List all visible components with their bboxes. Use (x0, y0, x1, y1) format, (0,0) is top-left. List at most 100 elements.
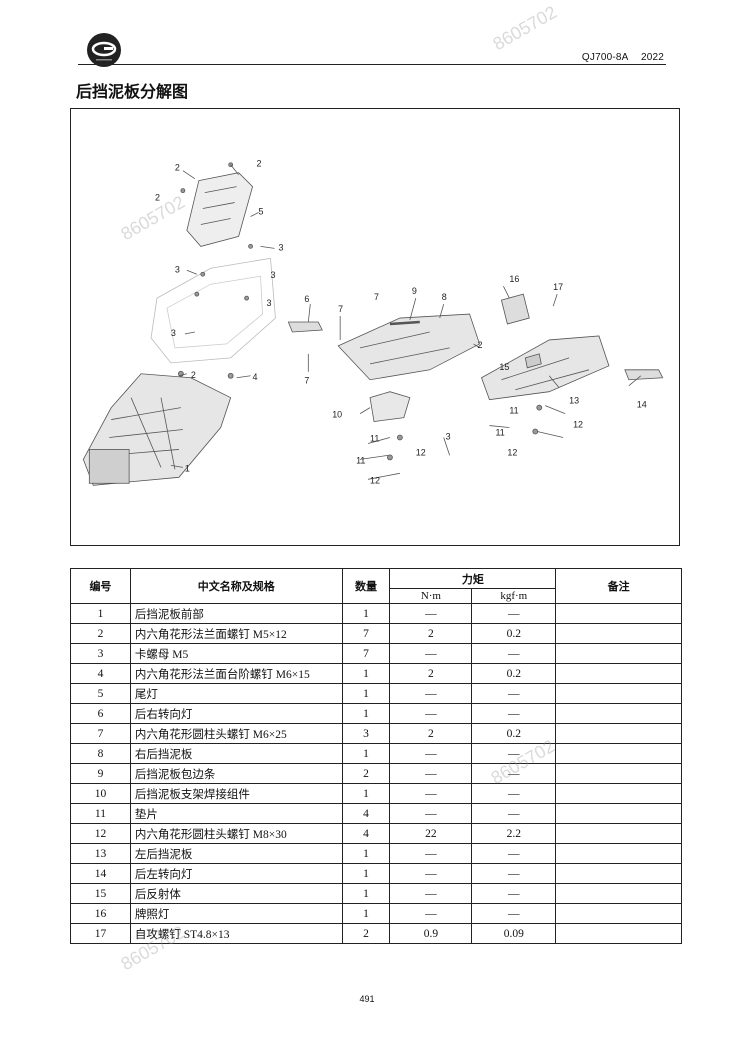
watermark: 8605702 (489, 1, 561, 55)
callout-8: 8 (442, 292, 447, 302)
cell-qty: 4 (341, 823, 391, 844)
cell-name: 内六角花形圆柱头螺钉 M8×30 (129, 823, 343, 844)
header-remark: 备注 (555, 568, 682, 604)
cell-nm: — (389, 903, 473, 924)
callout-11: 11 (370, 433, 379, 443)
cell-no: 2 (70, 623, 131, 644)
cell-no: 13 (70, 843, 131, 864)
cell-nm: — (389, 883, 473, 904)
cell-no: 7 (70, 723, 131, 744)
cell-qty: 2 (341, 923, 391, 944)
cell-qty: 3 (341, 723, 391, 744)
exploded-drawing: 2 2 2 5 3 3 3 3 3 2 4 1 6 7 7 7 9 8 2 15… (82, 159, 664, 486)
cell-nm: — (389, 683, 473, 704)
callout-4: 4 (253, 372, 258, 382)
cell-no: 15 (70, 883, 131, 904)
cell-name: 自攻螺钉 ST4.8×13 (129, 923, 343, 944)
cell-name: 后挡泥板支架焊接组件 (129, 783, 343, 804)
cell-remark (555, 703, 682, 724)
cell-no: 17 (70, 923, 131, 944)
callout-12: 12 (507, 447, 517, 457)
callout-6: 6 (304, 294, 309, 304)
cell-remark (555, 623, 682, 644)
callout-3: 3 (278, 242, 283, 252)
cell-kgf: 0.09 (471, 923, 557, 944)
cell-qty: 1 (341, 743, 391, 764)
cell-qty: 4 (341, 803, 391, 824)
callout-2: 2 (191, 370, 196, 380)
header-qty: 数量 (341, 568, 391, 604)
cell-nm: — (389, 743, 473, 764)
cell-kgf: — (471, 603, 557, 624)
callout-7: 7 (304, 376, 309, 386)
callout-3: 3 (266, 298, 271, 308)
cell-kgf: 2.2 (471, 823, 557, 844)
cell-remark (555, 803, 682, 824)
brand-logo (87, 33, 121, 67)
cell-name: 后左转向灯 (129, 863, 343, 884)
cell-name: 内六角花形圆柱头螺钉 M6×25 (129, 723, 343, 744)
cell-nm: — (389, 863, 473, 884)
cell-qty: 7 (341, 643, 391, 664)
cell-remark (555, 643, 682, 664)
header-rule (78, 64, 666, 65)
cell-qty: 2 (341, 763, 391, 784)
header-name: 中文名称及规格 (129, 568, 343, 604)
cell-qty: 7 (341, 623, 391, 644)
cell-qty: 1 (341, 603, 391, 624)
cell-kgf: 0.2 (471, 663, 557, 684)
cell-kgf: — (471, 783, 557, 804)
callout-9: 9 (412, 286, 417, 296)
callout-11: 11 (495, 428, 504, 438)
cell-remark (555, 603, 682, 624)
callout-11: 11 (509, 406, 518, 416)
cell-kgf: — (471, 883, 557, 904)
cell-qty: 1 (341, 663, 391, 684)
cell-name: 内六角花形法兰面台阶螺钉 M6×15 (129, 663, 343, 684)
cell-no: 11 (70, 803, 131, 824)
callout-14: 14 (637, 400, 647, 410)
cell-no: 3 (70, 643, 131, 664)
cell-name: 牌照灯 (129, 903, 343, 924)
cell-remark (555, 683, 682, 704)
cell-nm: — (389, 763, 473, 784)
cell-remark (555, 843, 682, 864)
header-no: 编号 (70, 568, 131, 604)
cell-qty: 1 (341, 863, 391, 884)
cell-qty: 1 (341, 683, 391, 704)
cell-nm: — (389, 603, 473, 624)
callout-3: 3 (171, 328, 176, 338)
callout-13: 13 (569, 396, 579, 406)
page-title: 后挡泥板分解图 (76, 82, 189, 101)
callout-2: 2 (257, 159, 262, 169)
cell-no: 9 (70, 763, 131, 784)
callout-12: 12 (370, 475, 380, 485)
cell-nm: — (389, 803, 473, 824)
page-number: 491 (359, 994, 375, 1004)
cell-kgf: — (471, 643, 557, 664)
cell-qty: 1 (341, 703, 391, 724)
cell-name: 后挡泥板包边条 (129, 763, 343, 784)
cell-nm: — (389, 843, 473, 864)
cell-no: 12 (70, 823, 131, 844)
cell-kgf: — (471, 703, 557, 724)
cell-no: 4 (70, 663, 131, 684)
cell-remark (555, 783, 682, 804)
cell-nm: 22 (389, 823, 473, 844)
header-code: QJ700-8A 2022 (572, 52, 664, 63)
cell-nm: 0.9 (389, 923, 473, 944)
cell-no: 14 (70, 863, 131, 884)
header-torque: 力矩 (389, 568, 557, 589)
cell-no: 5 (70, 683, 131, 704)
